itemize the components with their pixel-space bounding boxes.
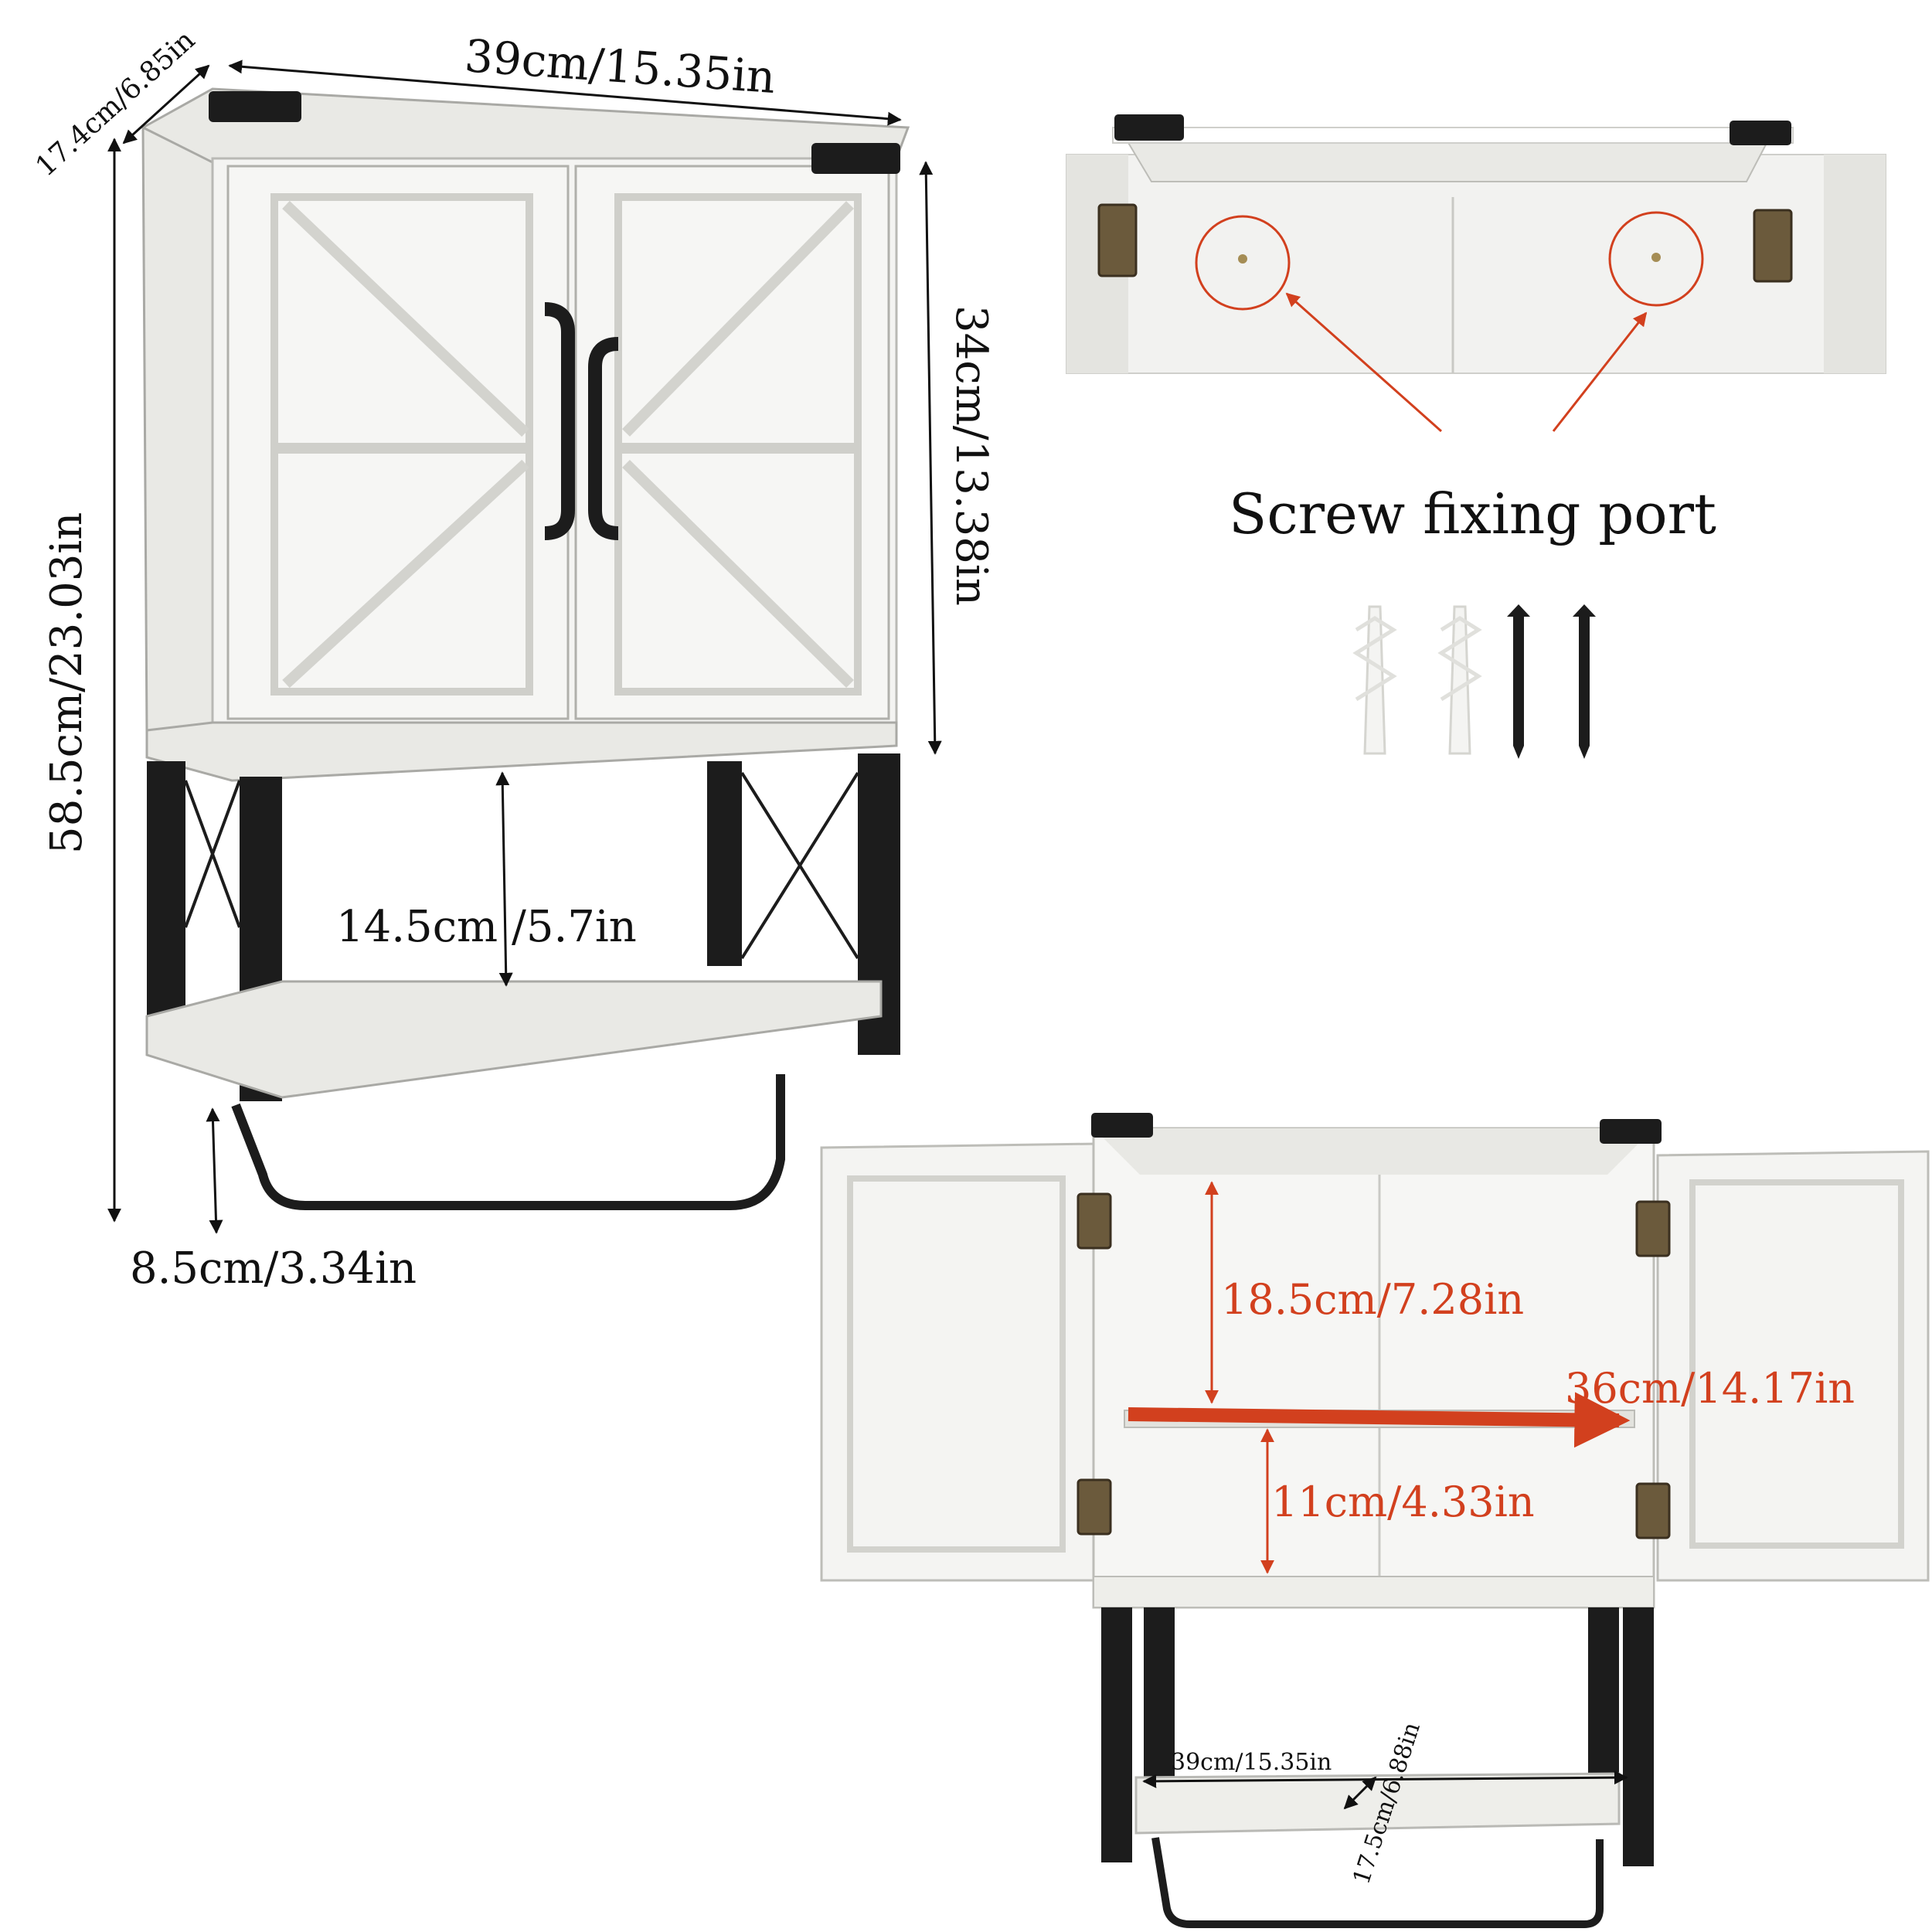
open-rack-leg-right: [1623, 1607, 1654, 1866]
open-hinge-bottom-right-icon: [1635, 1482, 1671, 1539]
total-height-label: 58.5cm/23.03in: [42, 512, 92, 854]
open-rack-leg-left: [1101, 1607, 1132, 1862]
open-rack-leg-right-back: [1588, 1607, 1619, 1785]
left-door-handle: [544, 302, 575, 540]
closed-cabinet-illustration: [107, 60, 942, 1234]
hinge-left-icon: [1097, 203, 1138, 277]
screw-port-left-circle: [1195, 215, 1291, 311]
screw-icon: [1507, 604, 1530, 759]
hanging-bracket-right: [811, 143, 900, 174]
open-cabinet-illustration: [820, 1113, 1930, 1928]
lower-shelf: [145, 980, 883, 1099]
cabinet-height-label: 34cm/13.38in: [946, 305, 996, 606]
open-left-door: [820, 1142, 1099, 1582]
screw-port-right-circle: [1608, 211, 1704, 307]
screw-fixing-title: Screw fixing port: [1229, 481, 1716, 546]
open-right-door: [1656, 1150, 1930, 1582]
open-hinge-bottom-left-icon: [1077, 1478, 1112, 1536]
inner-width-label: 36cm/14.17in: [1565, 1364, 1855, 1413]
screw-icon: [1573, 604, 1596, 759]
left-door: [226, 165, 570, 720]
rack-leg-back-left: [147, 761, 185, 1016]
screw-fixing-panel: [1066, 114, 1886, 433]
hinge-right-icon: [1753, 209, 1793, 283]
upper-height-label: 18.5cm/7.28in: [1221, 1275, 1524, 1324]
open-hinge-top-left-icon: [1077, 1192, 1112, 1250]
open-towel-bar: [1151, 1837, 1604, 1928]
shelf-width-label: 39cm/15.35in: [1171, 1749, 1332, 1776]
rack-depth-label: 8.5cm/3.34in: [130, 1243, 417, 1294]
wall-anchor-icon: [1352, 605, 1397, 755]
open-cabinet-body: [1092, 1127, 1655, 1609]
open-hinge-top-right-icon: [1635, 1200, 1671, 1257]
open-bracket-right: [1600, 1119, 1662, 1144]
top-width-label: 39cm/15.35in: [463, 29, 777, 104]
cabinet-side: [141, 125, 214, 747]
inner-width-arrow: [1128, 1392, 1631, 1448]
right-door: [574, 165, 890, 720]
hardware-set: [1352, 604, 1596, 759]
panel-bracket-left: [1114, 114, 1184, 141]
right-door-handle: [588, 337, 619, 540]
panel-bracket-right: [1730, 121, 1791, 145]
open-bracket-left: [1091, 1113, 1153, 1138]
wall-anchor-icon: [1437, 605, 1482, 755]
open-rack-leg-left-back: [1144, 1607, 1175, 1785]
rack-leg-back-right: [707, 761, 742, 966]
lower-height-label: 11cm/4.33in: [1271, 1478, 1535, 1526]
towel-bar: [231, 1074, 785, 1210]
hanging-bracket-left: [209, 91, 301, 122]
rack-gap-label: 14.5cm /5.7in: [336, 902, 637, 952]
cabinet-bottom: [145, 721, 898, 782]
